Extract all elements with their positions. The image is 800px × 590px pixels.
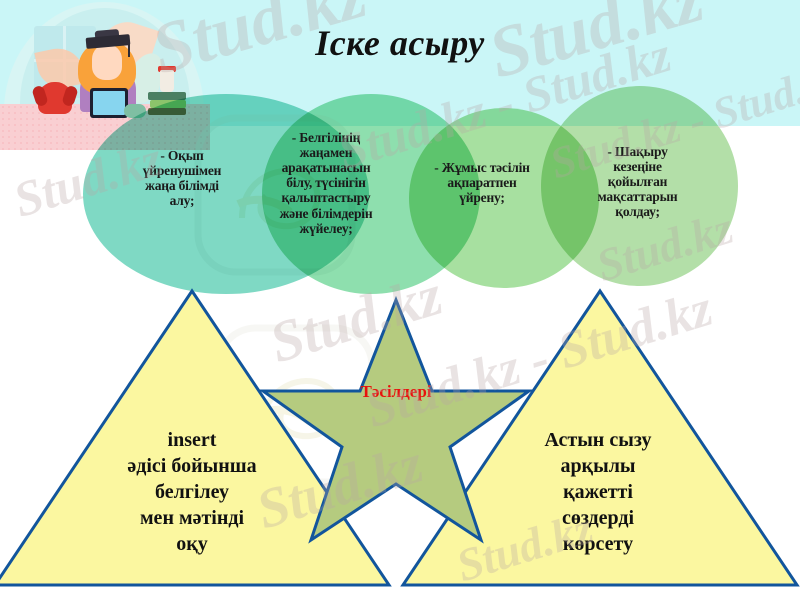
star-shape[interactable] [258,295,534,544]
star-label: Тәсілдері [360,382,432,401]
coffee-cup-lid-icon [158,66,176,72]
coffee-cup-icon [160,70,174,92]
page-title: Іске асыру [315,23,485,63]
graduation-tassel-icon [128,43,130,57]
triangle-right-shape[interactable] [400,288,800,587]
triangle-left-shape[interactable] [0,288,392,587]
girl-face [92,44,122,80]
